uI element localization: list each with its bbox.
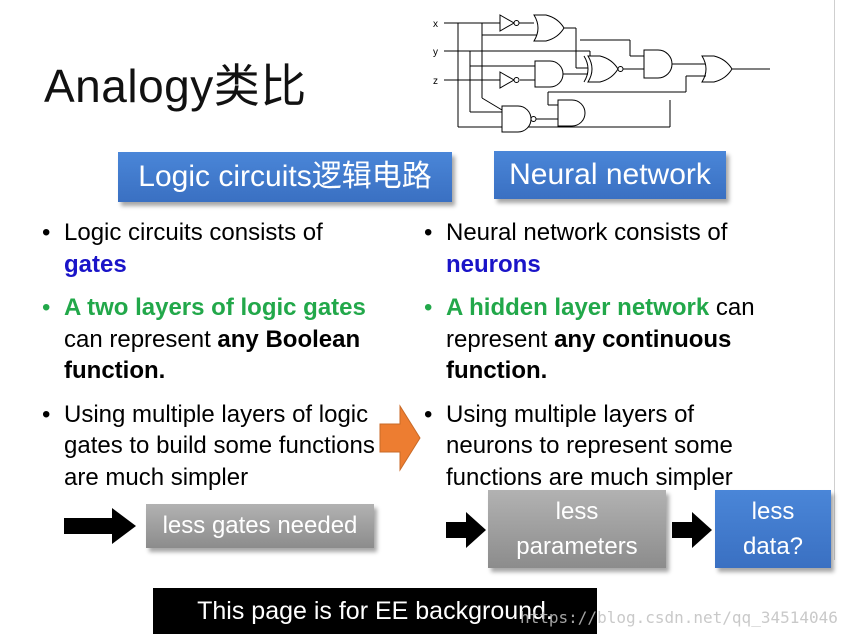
less-data-box: less data?: [715, 490, 831, 568]
neural-network-header: Neural network: [494, 151, 726, 199]
input-z-label: z: [433, 76, 438, 87]
logic-circuit-diagram: x y z: [433, 14, 770, 133]
watermark: https://blog.csdn.net/qq_34514046: [520, 608, 838, 627]
input-y-label: y: [433, 47, 438, 58]
list-item: A two layers of logic gates can represen…: [42, 292, 402, 387]
neurons-highlight: neurons: [446, 250, 541, 278]
list-item: Logic circuits consists of gates: [42, 217, 402, 280]
less-parameters-box: less parameters: [488, 490, 666, 568]
gates-highlight: gates: [64, 250, 127, 278]
neural-network-bullets: Neural network consists of neurons A hid…: [424, 217, 784, 505]
list-item: A hidden layer network can represent any…: [424, 292, 784, 387]
arrow-right-icon: [64, 508, 136, 544]
slide-edge-line: [834, 0, 835, 560]
arrow-right-icon: [672, 512, 712, 548]
ee-background-banner: This page is for EE background.: [153, 588, 597, 634]
analogy-arrow-icon: [379, 404, 421, 472]
slide-title: Analogy类比: [44, 60, 307, 112]
arrow-right-icon: [446, 512, 486, 548]
less-gates-box: less gates needed: [146, 504, 374, 548]
list-item: Using multiple layers of neurons to repr…: [424, 399, 784, 494]
logic-circuits-header: Logic circuits逻辑电路: [118, 152, 452, 202]
logic-circuits-bullets: Logic circuits consists of gates A two l…: [42, 217, 402, 505]
input-x-label: x: [433, 19, 438, 30]
list-item: Neural network consists of neurons: [424, 217, 784, 280]
list-item: Using multiple layers of logic gates to …: [42, 399, 402, 494]
